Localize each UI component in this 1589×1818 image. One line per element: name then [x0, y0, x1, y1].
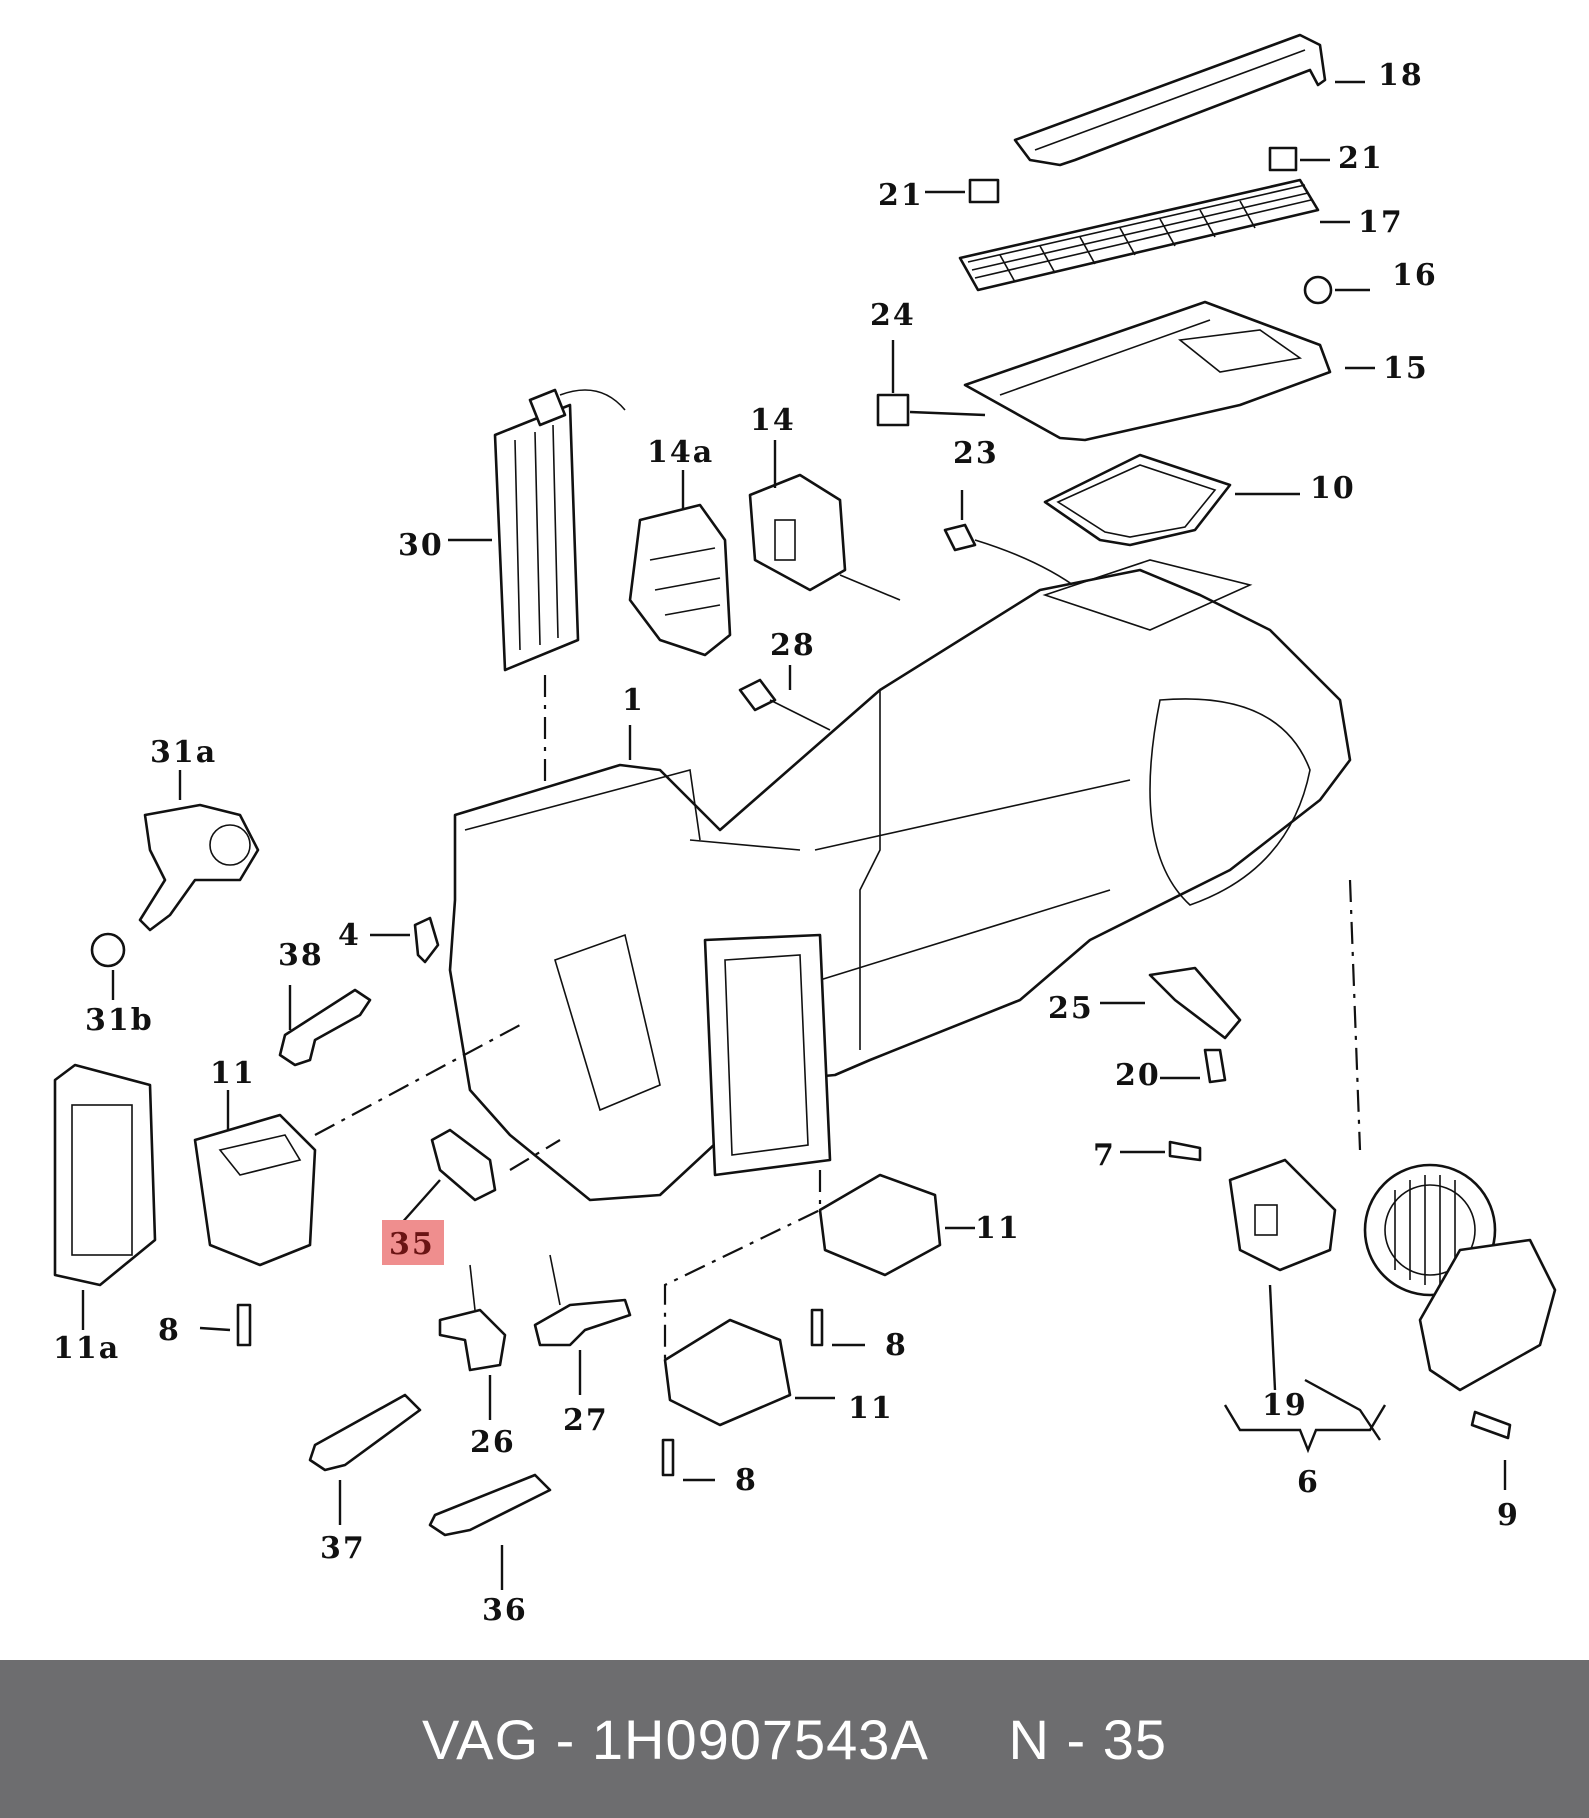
exploded-view-drawing: 18 21 21 17 16 24 15 14 14a 23 10 30 28 …: [53, 33, 1557, 1628]
callout-38: 38: [278, 938, 324, 973]
part-number-text: VAG - 1H0907543A N - 35: [421, 1707, 1168, 1771]
callout-24: 24: [870, 298, 916, 333]
part-36-arm: [428, 1473, 552, 1590]
callout-35: 35: [389, 1227, 435, 1262]
part-31b-nut: [90, 932, 126, 1000]
callout-11: 11: [848, 1391, 894, 1426]
callout-17: 17: [1358, 205, 1404, 240]
part-19-resistor: [1228, 1158, 1337, 1391]
callout-31b: 31b: [85, 1003, 154, 1038]
callout-19: 19: [1262, 1388, 1308, 1423]
part-30-heater-core: [448, 388, 626, 800]
callout-4: 4: [338, 918, 361, 953]
group-bracket-6: [1223, 1404, 1387, 1454]
callout-8: 8: [735, 1463, 758, 1498]
callout-11a: 11a: [53, 1331, 120, 1366]
callout-28: 28: [770, 628, 816, 663]
part-37-arm: [308, 1393, 422, 1525]
part-1-main-housing: [448, 559, 1352, 1202]
callout-8: 8: [158, 1313, 181, 1348]
callout-21: 21: [1338, 141, 1384, 176]
callout-18: 18: [1378, 58, 1424, 93]
callout-23: 23: [953, 436, 999, 471]
callout-7: 7: [1093, 1138, 1116, 1173]
callout-21: 21: [878, 178, 924, 213]
part-28-sensor: [738, 665, 831, 731]
part-38-lever: [278, 985, 372, 1067]
part-21-clips: [925, 146, 1330, 204]
part-4-clip: [370, 916, 440, 964]
callout-15: 15: [1383, 351, 1429, 386]
callout-9: 9: [1497, 1498, 1520, 1533]
callout-14: 14: [750, 403, 796, 438]
part-9-screw: [1470, 1410, 1512, 1490]
callout-20: 20: [1115, 1058, 1161, 1093]
part-25-bracket: [1100, 966, 1242, 1040]
part-20-screw: [1160, 1048, 1227, 1084]
callout-27: 27: [563, 1403, 609, 1438]
callout-26: 26: [470, 1425, 516, 1460]
part-17-pollen-filter: [958, 178, 1350, 292]
parts-diagram: 18 21 21 17 16 24 15 14 14a 23 10 30 28 …: [53, 33, 1557, 1628]
callout-14a: 14a: [647, 435, 714, 470]
callout-10: 10: [1310, 471, 1356, 506]
part-31a-actuator: [138, 770, 260, 932]
part-26-lever: [438, 1264, 507, 1420]
part-blower-motor: [1304, 1163, 1557, 1441]
part-11-servo-left: [193, 1090, 317, 1267]
callout-11: 11: [975, 1211, 1021, 1246]
part-18-cover-strip: [1013, 33, 1365, 167]
part-14-control-unit: [748, 440, 901, 601]
callout-36: 36: [482, 1593, 528, 1628]
guide-line: [663, 1170, 822, 1360]
part-14a-actuator: [628, 470, 732, 657]
callout-6: 6: [1297, 1465, 1320, 1500]
part-11a-panel: [53, 1063, 157, 1330]
part-number-footer: VAG - 1H0907543A N - 35: [0, 1660, 1589, 1818]
guide-line: [509, 1139, 561, 1171]
callout-30: 30: [398, 528, 444, 563]
callout-37: 37: [320, 1531, 366, 1566]
part-35-flap-actuator: [399, 1128, 497, 1226]
part-27-lever: [533, 1254, 632, 1395]
guide-line: [1348, 879, 1362, 1151]
part-10-gasket: [1043, 453, 1300, 547]
callout-25: 25: [1048, 991, 1094, 1026]
part-15-housing-cover: [963, 300, 1375, 442]
part-11-servo-lower: [663, 1318, 835, 1427]
part-8-screws: [199, 1303, 865, 1482]
part-7-screw: [1120, 1140, 1202, 1162]
callout-16: 16: [1392, 258, 1438, 293]
callout-11: 11: [210, 1056, 256, 1091]
callout-8: 8: [885, 1328, 908, 1363]
callout-31a: 31a: [150, 735, 217, 770]
guide-line: [314, 1024, 521, 1136]
callout-1: 1: [622, 683, 645, 718]
part-16-nut: [1303, 275, 1370, 305]
callout-35-highlight: [382, 1220, 444, 1265]
part-24-sensor: [876, 340, 986, 427]
part-11-servo-middle: [818, 1173, 975, 1277]
